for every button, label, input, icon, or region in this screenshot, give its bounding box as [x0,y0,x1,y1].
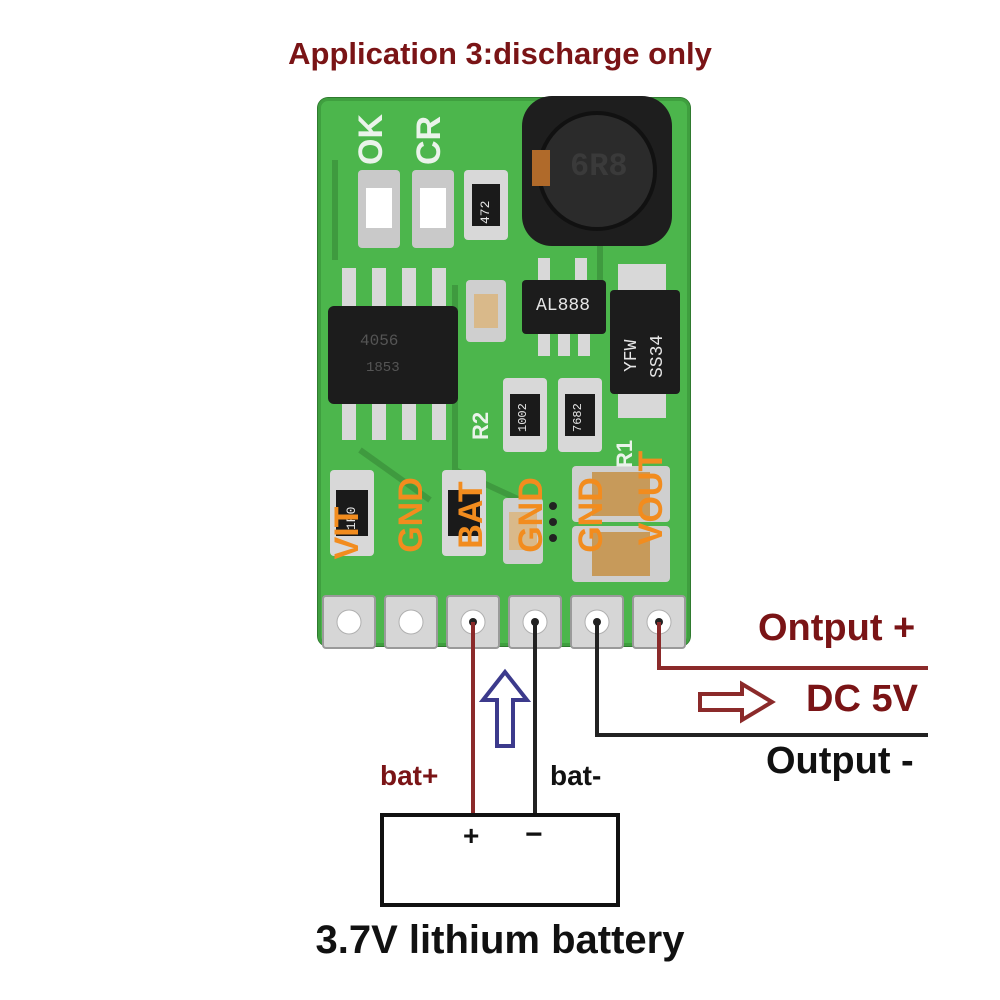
resistor-left [330,470,374,556]
output-plus-label: Ontput + [758,607,916,649]
pin-label-3: BAT [452,481,490,549]
inductor-marking: 6R8 [570,148,628,185]
battery-label: 3.7V lithium battery [315,918,685,962]
regulator-marking: AL888 [536,296,591,316]
output-minus-label: Output - [766,740,914,782]
regulator-chip [522,258,606,356]
arrow-right-icon [698,680,776,724]
pin-header [322,595,686,649]
wire-output-minus [595,622,928,737]
resistor-mid1 [503,378,547,452]
pin-label-4: GND [512,477,550,553]
pin-label-5: GND [572,477,610,553]
pin-label-6: VOUT [632,450,670,546]
bat-minus-label: bat- [550,760,602,791]
diode [610,264,680,418]
silk-r2: R2 [468,411,493,440]
res-mid1-marking: 1002 [516,403,530,432]
test-points [549,502,557,542]
bat-plus-label: bat+ [380,760,439,791]
diode-marking: SS34 [648,334,668,378]
battery-minus-sign: − [525,818,543,851]
led-ok [358,170,400,248]
inductor [522,96,672,246]
resistor-bat [442,470,486,556]
pin-label-2: GND [392,477,430,553]
silk-ok: OK [352,114,390,165]
res-mid2-marking: 7682 [571,403,585,432]
led-cr [412,170,454,248]
diagram-title: Application 3:discharge only [288,36,712,71]
wires [471,622,928,815]
capacitor-small [466,280,506,342]
capacitor-out-1 [572,466,670,522]
capacitor-gnd [503,498,543,564]
diode-brand: YFW [622,339,642,372]
resistor-mid2 [558,378,602,452]
dc-voltage-label: DC 5V [806,678,918,720]
battery-box [380,813,620,907]
resistor-top [464,170,508,240]
res-top-marking: 472 [478,200,493,224]
battery-plus-sign: + [463,820,480,851]
capacitor-out-2 [572,526,670,582]
ic-soic8 [328,268,458,440]
arrow-up-icon [478,668,532,748]
silk-cr: CR [410,115,448,165]
ic-marking: 4056 [360,332,399,350]
wire-output-plus [657,622,928,670]
ic-sub-marking: 1853 [366,360,400,376]
pin-label-1: VIT [328,506,366,560]
